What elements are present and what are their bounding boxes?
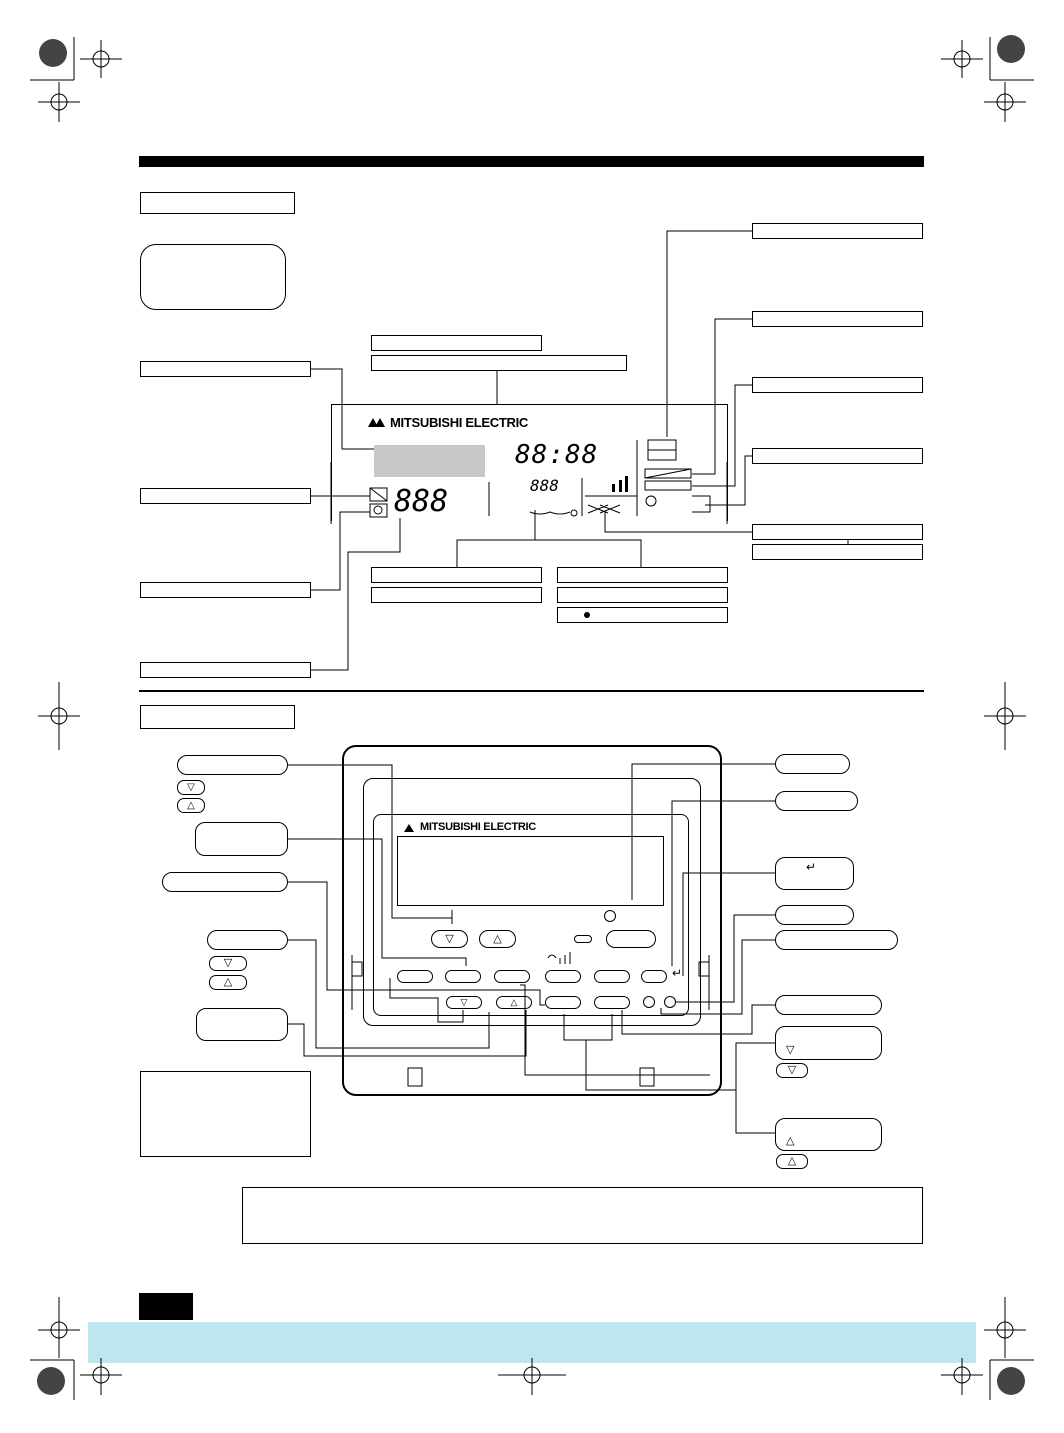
temp-up-button[interactable]: △ [479, 930, 516, 948]
up-arrow-icon: △ [786, 1135, 795, 1147]
callout-button-right-3: ↵ [775, 857, 854, 890]
callout-display-right-2 [752, 311, 923, 327]
callout-display-top-1 [371, 335, 542, 351]
up-arrow-icon: △ [493, 933, 502, 945]
return-button[interactable] [641, 970, 667, 983]
page-tab [139, 1293, 193, 1320]
callout-display-right-5 [752, 524, 923, 540]
up-arrow-icon: △ [187, 800, 195, 811]
callout-display-bottom-1 [371, 567, 542, 583]
buttons-section-heading [140, 705, 295, 729]
down-key-glyph-3: ▽ [776, 1063, 808, 1078]
louver-button[interactable] [545, 996, 581, 1009]
ventilation-button[interactable] [594, 996, 630, 1009]
callout-button-right-4 [775, 905, 854, 925]
callout-button-left-4 [207, 930, 288, 950]
callout-display-left-1 [140, 361, 311, 377]
down-key-glyph-2: ▽ [209, 956, 247, 971]
callout-display-bottom-3 [557, 567, 728, 583]
remote-lcd-window [397, 836, 664, 906]
up-arrow-icon: △ [510, 997, 518, 1007]
lcd-temperature: 888 [394, 484, 449, 519]
callout-display-left-4 [140, 662, 311, 678]
brand-logo-text: MITSUBISHI ELECTRIC [390, 415, 529, 430]
on-off-button[interactable] [606, 930, 656, 948]
timer-up-button[interactable]: △ [496, 996, 532, 1009]
remote-inner-frame [363, 778, 701, 1026]
display-section-heading [140, 192, 295, 214]
cover-illustration [140, 1071, 311, 1157]
callout-display-right-1 [752, 223, 923, 239]
callout-display-right-4 [752, 448, 923, 464]
up-key-glyph: △ [177, 798, 205, 813]
vane-button[interactable] [594, 970, 630, 983]
down-arrow-icon: ▽ [786, 1044, 795, 1056]
callout-button-left-1 [177, 755, 288, 775]
footer-band [88, 1322, 976, 1363]
callout-button-right-6 [775, 995, 882, 1015]
return-icon: ↵ [806, 860, 817, 874]
remote-face-frame [373, 814, 689, 1016]
temp-down-button[interactable]: ▽ [431, 930, 468, 948]
callout-display-left-2 [140, 488, 311, 504]
mode-button[interactable] [445, 970, 481, 983]
up-arrow-icon: △ [223, 976, 233, 988]
up-arrow-icon: △ [787, 1155, 797, 1167]
remote-body [342, 745, 722, 1096]
callout-button-left-3 [162, 872, 288, 892]
fan-speed-button[interactable] [545, 970, 581, 983]
lcd-vane-digits: 888 [530, 476, 559, 495]
callout-display-top-2 [371, 355, 627, 371]
callout-button-right-5 [775, 930, 898, 950]
test-run-button[interactable] [643, 996, 655, 1008]
callout-display-left-3 [140, 582, 311, 598]
down-arrow-icon: ▽ [445, 933, 454, 945]
callout-display-bottom-5 [557, 607, 728, 623]
callout-button-right-2 [775, 791, 858, 811]
down-arrow-icon: ▽ [787, 1064, 797, 1076]
callout-button-right-7: ▽ [775, 1026, 882, 1060]
remote-brand-text: MITSUBISHI ELECTRIC [420, 821, 536, 833]
header-rule [139, 156, 924, 167]
up-key-glyph-3: △ [776, 1154, 808, 1169]
filter-button[interactable] [664, 996, 676, 1008]
down-arrow-icon: ▽ [187, 782, 195, 793]
callout-display-bottom-2 [371, 587, 542, 603]
callout-display-bottom-4 [557, 587, 728, 603]
down-key-glyph: ▽ [177, 780, 205, 795]
check-button[interactable] [397, 970, 433, 983]
down-arrow-icon: ▽ [460, 997, 468, 1007]
lcd-gray-area [374, 445, 485, 477]
return-icon: ↵ [672, 966, 683, 980]
callout-button-right-1 [775, 754, 850, 774]
callout-display-right-3 [752, 377, 923, 393]
timer-down-button[interactable]: ▽ [446, 996, 482, 1009]
lcd-clock: 88:88 [515, 440, 599, 470]
callout-display-right-6 [752, 544, 923, 560]
power-icon [604, 910, 616, 922]
note-box [140, 244, 286, 310]
down-arrow-icon: ▽ [223, 957, 233, 969]
callout-button-left-5 [196, 1008, 288, 1041]
up-key-glyph-2: △ [209, 975, 247, 990]
callout-button-right-8: △ [775, 1118, 882, 1151]
callout-button-left-2 [195, 822, 288, 856]
operation-lamp [574, 935, 592, 943]
timer-menu-button[interactable] [494, 970, 530, 983]
bottom-note-box [242, 1187, 923, 1244]
